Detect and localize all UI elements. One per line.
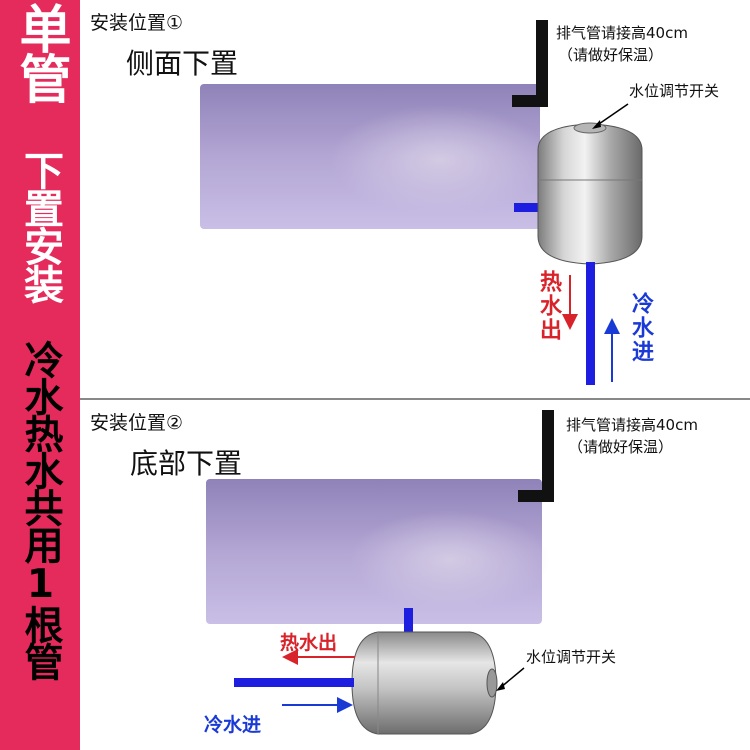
switch-pointer [499, 667, 525, 689]
sidebar: 单管 下置安装 冷水热水共用1根管 [0, 0, 80, 750]
position1-subtitle: 侧面下置 [126, 47, 239, 80]
bottom-pipe [586, 262, 595, 385]
side-connector-pipe [514, 203, 540, 212]
switch-pointer [595, 103, 629, 127]
position1-vent-note: 排气管请接高40cm [556, 24, 688, 42]
sidebar-note: 冷水热水共用1根管 [18, 340, 63, 679]
position1-hot-out-label: 热水出 [536, 270, 561, 342]
vent-pipe [512, 20, 548, 107]
position2-cold-in-label: 冷水进 [204, 714, 262, 736]
vent-pipe [518, 410, 554, 502]
position2-hot-out-label: 热水出 [280, 632, 338, 654]
section-divider [80, 398, 750, 400]
position1-switch-label: 水位调节开关 [629, 82, 720, 100]
position2-subtitle: 底部下置 [130, 447, 243, 480]
bottom-connector-pipe [404, 608, 413, 634]
position2-vent-note: 排气管请接高40cm [566, 416, 698, 434]
cold-pipe [234, 678, 354, 687]
position1-title: 安装位置① [90, 12, 184, 34]
position2-vent-note2: （请做好保温） [568, 438, 674, 456]
water-tank [537, 122, 643, 265]
position2-diagram [206, 410, 554, 735]
position1-cold-in-label: 冷水进 [628, 292, 653, 364]
position2-title: 安装位置② [90, 412, 184, 434]
position1-diagram [200, 20, 643, 385]
position1-vent-note2: （请做好保温） [558, 46, 664, 64]
water-tank [351, 631, 498, 735]
heater-fog [330, 105, 550, 215]
sidebar-subtitle: 下置安装 [17, 150, 63, 302]
sidebar-title: 单管 [10, 2, 70, 102]
heater-fog [350, 510, 550, 610]
position2-switch-label: 水位调节开关 [526, 648, 617, 666]
